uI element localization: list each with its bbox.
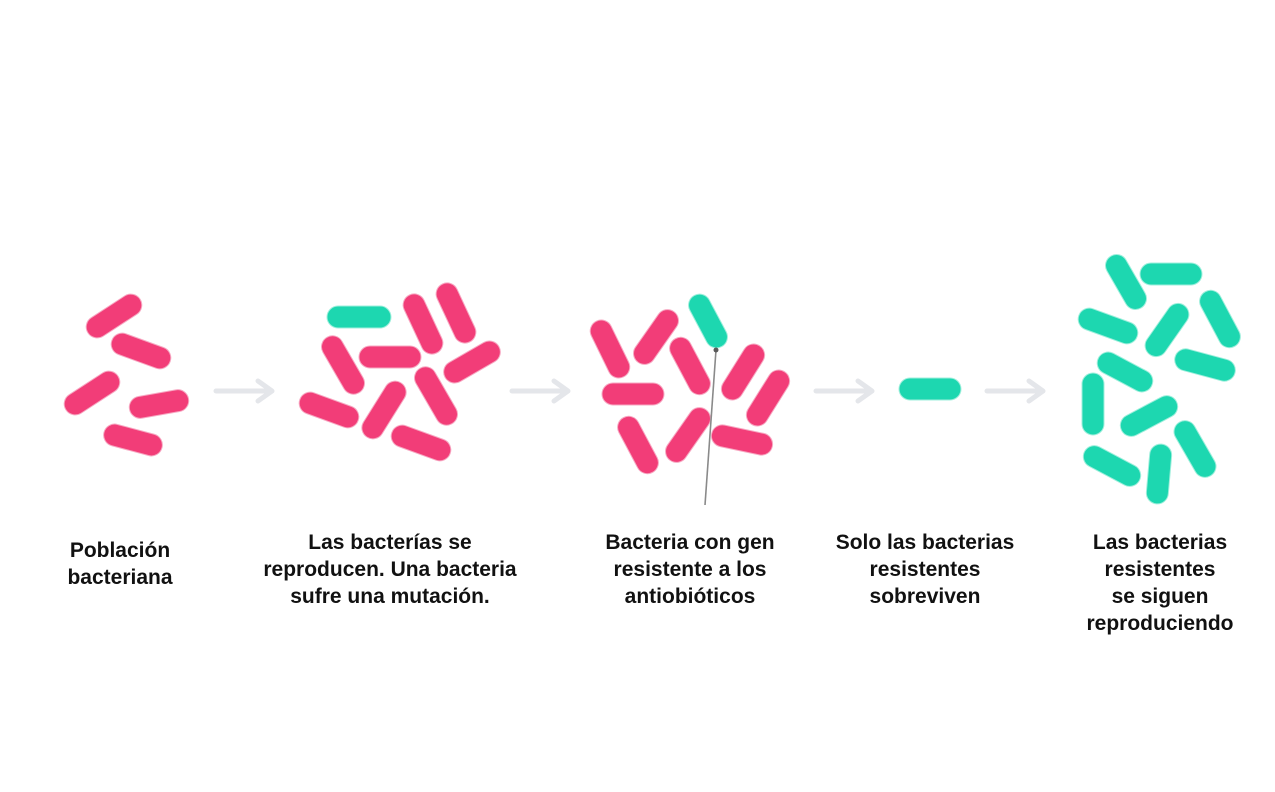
susceptible-bacterium: [617, 415, 659, 475]
resistant-bacterium: [1077, 307, 1139, 345]
caption-line: Solo las bacterias: [835, 531, 1015, 554]
susceptible-bacterium: [85, 293, 143, 339]
susceptible-bacterium: [110, 332, 172, 370]
resistant-bacterium: [1096, 351, 1154, 393]
susceptible-bacterium: [402, 293, 444, 355]
susceptible-bacterium: [665, 407, 711, 463]
caption-stage-5: Las bacterias resistentes se siguen repr…: [1060, 529, 1260, 637]
resistant-bacterium: [1081, 372, 1105, 436]
susceptible-bacterium: [128, 389, 190, 419]
caption-line: resistente a los: [613, 558, 767, 581]
susceptible-bacterium: [669, 336, 711, 396]
arrow-right-icon: [509, 378, 571, 404]
bacteria-layer: [63, 254, 1241, 505]
arrow-right-icon: [984, 378, 1046, 404]
susceptible-bacterium: [435, 282, 477, 344]
resistant-bacterium: [1174, 348, 1236, 382]
resistant-bacterium: [1139, 262, 1203, 286]
caption-stage-4: Solo las bacterias resistentes sobrevive…: [815, 529, 1035, 610]
caption-line: Bacteria con gen: [605, 531, 775, 554]
resistant-bacterium: [1119, 395, 1179, 437]
caption-line: Las bacterias: [1092, 531, 1228, 554]
susceptible-bacterium: [414, 366, 458, 426]
resistant-bacterium: [898, 377, 962, 401]
susceptible-bacterium: [633, 309, 679, 365]
caption-stage-3: Bacteria con gen resistente a los antiob…: [580, 529, 800, 610]
susceptible-bacterium: [443, 340, 501, 384]
caption-line: reproducen. Una bacteria: [263, 558, 517, 581]
caption-line: Población: [69, 539, 171, 562]
resistant-bacterium: [1105, 254, 1147, 310]
caption-line: antiobióticos: [624, 585, 756, 608]
susceptible-bacterium: [720, 343, 766, 401]
susceptible-bacterium: [745, 369, 791, 427]
resistant-gene-pointer-line: [704, 349, 717, 506]
susceptible-bacterium: [601, 382, 665, 406]
caption-line: se siguen: [1111, 585, 1209, 608]
resistant-gene-pointer-dot: [713, 347, 719, 353]
susceptible-bacterium: [390, 424, 452, 462]
susceptible-bacterium: [710, 424, 774, 456]
resistant-bacterium: [1144, 302, 1190, 358]
caption-stage-2: Las bacterías se reproducen. Una bacteri…: [235, 529, 545, 610]
resistant-bacterium: [688, 293, 728, 349]
susceptible-bacterium: [361, 380, 407, 440]
caption-line: bacteriana: [67, 566, 173, 589]
caption-line: resistentes: [869, 558, 981, 581]
susceptible-bacterium: [589, 319, 631, 379]
arrow-right-icon: [813, 378, 875, 404]
caption-line: sufre una mutación.: [290, 585, 490, 608]
susceptible-bacterium: [321, 335, 365, 395]
resistant-bacterium: [1199, 289, 1241, 349]
susceptible-bacterium: [63, 370, 121, 416]
resistant-bacterium: [1145, 443, 1173, 505]
arrow-layer: [213, 378, 1046, 404]
caption-stage-1: Población bacteriana: [40, 537, 200, 591]
caption-line: reproduciendo: [1086, 612, 1234, 635]
caption-line: resistentes: [1104, 558, 1216, 581]
resistant-bacterium: [1173, 420, 1217, 478]
resistant-bacterium: [1082, 445, 1142, 487]
arrow-right-icon: [213, 378, 275, 404]
resistant-bacterium: [326, 305, 392, 329]
caption-line: Las bacterías se: [308, 531, 472, 554]
susceptible-bacterium: [358, 345, 422, 369]
susceptible-bacterium: [103, 423, 163, 457]
susceptible-bacterium: [298, 391, 360, 429]
caption-line: sobreviven: [869, 585, 981, 608]
